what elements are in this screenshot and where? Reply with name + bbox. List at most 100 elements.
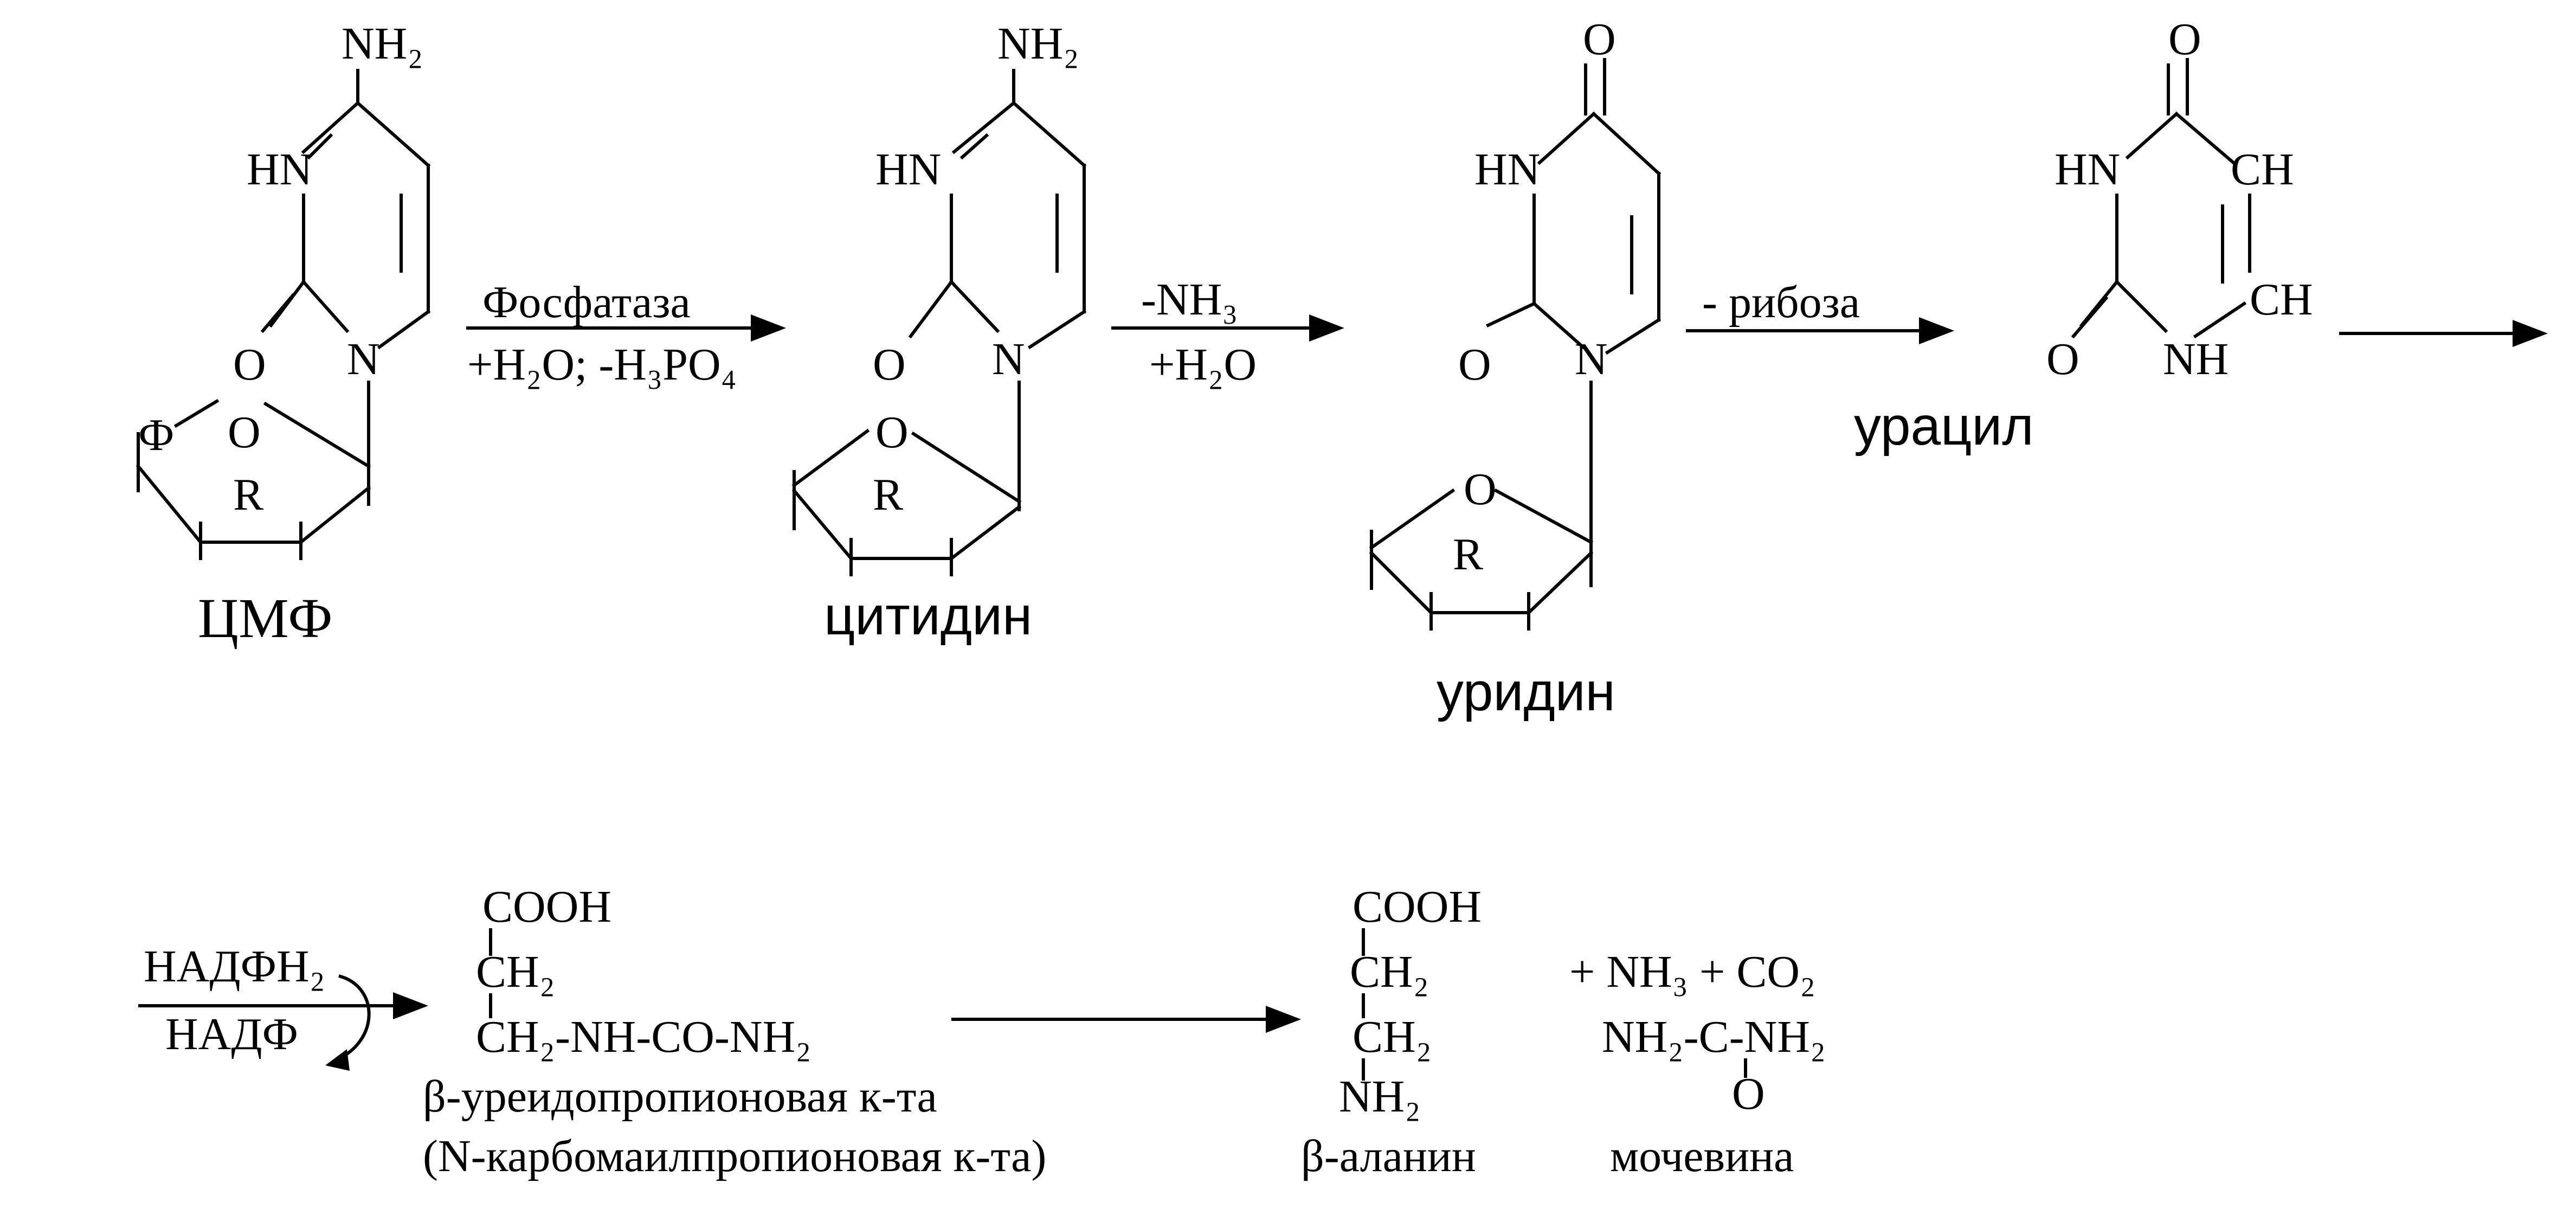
ureido-name-line1: β-уреидопропионовая к-та bbox=[423, 1071, 937, 1122]
uridine-ring-bond bbox=[1493, 488, 1594, 545]
cytidine-structure: NH₂ HN O N O R цитидин bbox=[791, 18, 1087, 646]
cytidine-double-bond bbox=[959, 133, 989, 160]
cmp-o-label: O bbox=[233, 339, 266, 390]
ureido-ch2-label: CH₂ bbox=[476, 947, 555, 997]
arrow5-top-label: НАДФН₂ bbox=[144, 941, 325, 992]
arrow-uracil-reduction bbox=[2339, 320, 2548, 347]
arrow1-head bbox=[751, 314, 786, 342]
arrow6-head bbox=[1266, 1006, 1301, 1033]
uridine-o-label: O bbox=[1458, 339, 1491, 390]
cytidine-bond bbox=[1027, 309, 1087, 350]
cytidine-r-label: R bbox=[873, 470, 903, 520]
urea-o-label: O bbox=[1732, 1069, 1765, 1119]
arrow2-head bbox=[1309, 314, 1344, 342]
cmp-bond bbox=[301, 100, 360, 155]
cmp-r-label: R bbox=[233, 470, 263, 520]
arrow1-top-label: Фосфатаза bbox=[482, 277, 691, 327]
arrow-hydrolysis bbox=[951, 1006, 1301, 1033]
alanine-ch2b-label: CH₂ bbox=[1353, 1012, 1432, 1062]
cmp-double-bond bbox=[260, 293, 295, 333]
cytidine-bond bbox=[951, 100, 1016, 155]
arrow5-bottom-label: НАДФ bbox=[165, 1009, 298, 1059]
cytidine-ring-bond bbox=[911, 431, 1022, 504]
uracil-bond bbox=[2114, 279, 2168, 333]
cytidine-name: цитидин bbox=[824, 586, 1032, 646]
cmp-n-label: N bbox=[347, 334, 380, 384]
nadph-curved-arrow bbox=[335, 974, 371, 1062]
uridine-hn-label: HN bbox=[1474, 144, 1540, 195]
uracil-double-bond bbox=[2071, 295, 2109, 339]
uridine-ring-bond bbox=[1526, 550, 1594, 615]
cytidine-ring-bond bbox=[949, 504, 1022, 561]
uridine-bond bbox=[1537, 111, 1596, 165]
alanine-nh2-label: NH₂ bbox=[1339, 1071, 1421, 1122]
cmp-bond bbox=[377, 309, 431, 350]
cmp-ring-bond bbox=[298, 485, 371, 545]
alanine-ch2a-label: CH₂ bbox=[1350, 947, 1429, 997]
alanine-cooh-label: COOH bbox=[1353, 882, 1482, 932]
arrow1-bottom-label: +H₂O; -H₃PO₄ bbox=[467, 339, 737, 390]
uracil-ch1-label: CH bbox=[2231, 144, 2294, 195]
uridine-bond bbox=[1531, 301, 1586, 350]
uracil-name: урацил bbox=[1854, 396, 2034, 457]
uracil-ch2-label: CH bbox=[2250, 274, 2313, 325]
cmp-name: ЦМФ bbox=[198, 587, 332, 650]
uracil-bond bbox=[2193, 301, 2247, 339]
uridine-bond bbox=[1605, 317, 1661, 355]
arrow-nadph: НАДФН₂ НАДФ bbox=[138, 941, 428, 1071]
cmp-phi-label: Ф bbox=[138, 410, 174, 460]
ureido-name-line2: (N-карбомаилпропионовая к-та) bbox=[423, 1131, 1046, 1181]
uracil-bond bbox=[2125, 111, 2179, 160]
arrow4-head bbox=[2513, 320, 2548, 347]
uridine-bond bbox=[1486, 301, 1536, 327]
cytidine-nh2-label: NH₂ bbox=[997, 18, 1079, 69]
cmp-structure: NH₂ HN O N Ф O R ЦМФ bbox=[136, 18, 431, 650]
uracil-o-label: O bbox=[2046, 334, 2079, 384]
uridine-n-label: N bbox=[1575, 334, 1608, 384]
arrow2-bottom-label: +H₂O bbox=[1149, 339, 1257, 390]
cytidine-ring-bond bbox=[791, 488, 854, 561]
uracil-bond bbox=[2174, 111, 2236, 165]
uracil-structure: O HN CH CH O NH урацил bbox=[1854, 14, 2313, 457]
byproducts-label: + NH₃ + CO₂ bbox=[1569, 947, 1815, 997]
uridine-bond bbox=[1591, 111, 1661, 176]
cytidine-o-label: O bbox=[873, 339, 906, 390]
cmp-ring-bond bbox=[173, 399, 220, 428]
ureido-chain-label: CH₂-NH-CO-NH₂ bbox=[476, 1012, 812, 1062]
arrow-deamination: -NH₃ +H₂O bbox=[1111, 274, 1344, 390]
cmp-double-bond bbox=[306, 133, 333, 160]
cytidine-n-label: N bbox=[992, 334, 1025, 384]
cmp-ring-o-label: O bbox=[228, 407, 261, 458]
urea-name: мочевина bbox=[1610, 1131, 1794, 1181]
uracil-hn-label: HN bbox=[2055, 144, 2120, 195]
cmp-nh2-label: NH₂ bbox=[342, 18, 423, 69]
arrow2-top-label: -NH₃ bbox=[1141, 274, 1238, 325]
arrow-ribose-removal: - рибоза bbox=[1686, 277, 1954, 344]
alanine-name: β-аланин bbox=[1301, 1131, 1476, 1181]
cmp-ring-bond bbox=[136, 464, 203, 545]
uracil-o-top-label: O bbox=[2168, 14, 2201, 65]
cytidine-ring-bond bbox=[791, 428, 870, 488]
arrow5-head bbox=[393, 992, 428, 1019]
nadph-curved-arrow-head bbox=[325, 1049, 350, 1071]
ureido-cooh-label: COOH bbox=[482, 882, 611, 932]
uridine-r-label: R bbox=[1453, 529, 1483, 580]
uridine-name: уридин bbox=[1437, 661, 1615, 722]
arrow3-head bbox=[1919, 317, 1954, 344]
urea-structure: + NH₃ + CO₂ NH₂-C-NH₂ O мочевина bbox=[1569, 947, 1826, 1181]
cytidine-bond bbox=[949, 279, 1000, 333]
cytidine-hn-label: HN bbox=[875, 144, 941, 195]
arrow3-top-label: - рибоза bbox=[1702, 277, 1860, 327]
urea-formula-label: NH₂-C-NH₂ bbox=[1602, 1012, 1826, 1062]
cmp-ring-bond bbox=[263, 401, 371, 469]
ureidopropionic-acid-structure: COOH CH₂ CH₂-NH-CO-NH₂ β-уреидопропионов… bbox=[423, 882, 1046, 1181]
uridine-structure: O HN O N O R уридин bbox=[1369, 14, 1661, 722]
beta-alanine-structure: COOH CH₂ CH₂ NH₂ β-аланин bbox=[1301, 882, 1482, 1181]
uracil-nh-label: NH bbox=[2163, 334, 2229, 384]
uridine-ring-bond bbox=[1369, 488, 1456, 550]
cytidine-bond bbox=[1011, 100, 1087, 168]
uridine-o-top-label: O bbox=[1583, 14, 1616, 65]
uridine-ring-o-label: O bbox=[1464, 464, 1497, 515]
arrow-phosphatase: Фосфатаза +H₂O; -H₃PO₄ bbox=[466, 277, 786, 390]
